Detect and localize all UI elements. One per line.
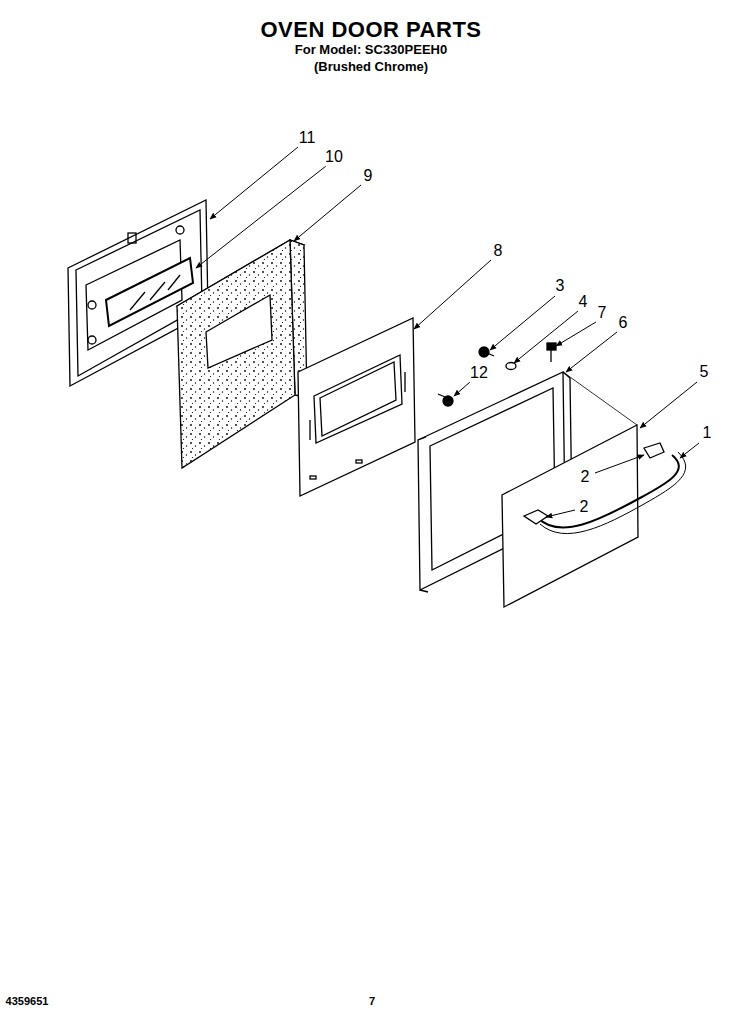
callout-number: 9: [363, 167, 374, 185]
callout-number: 1: [702, 424, 713, 442]
inner-panel: [298, 318, 415, 496]
callout-number: 6: [618, 314, 629, 332]
insulation: [177, 240, 307, 468]
page-footer: 4359651: [5, 995, 50, 1007]
callout-number: 5: [699, 363, 710, 381]
model-subtitle: (Brushed Chrome): [313, 60, 429, 74]
callout-number: 2: [579, 498, 590, 516]
callout-number: 4: [578, 293, 589, 311]
callout-number: 8: [493, 242, 504, 260]
leader-lines: [196, 147, 699, 517]
model-subtitle: For Model: SC330PEEH0: [294, 43, 448, 57]
callout-number: 10: [324, 148, 344, 166]
page-footer: 7: [368, 995, 376, 1007]
outer-panel: [502, 425, 638, 607]
callout-number: 2: [580, 468, 591, 486]
callout-number: 12: [469, 364, 489, 382]
callout-number: 3: [555, 277, 566, 295]
handle: [524, 443, 686, 534]
callout-number: 7: [597, 304, 608, 322]
callout-number: 11: [298, 129, 317, 147]
diagram-title: OVEN DOOR PARTS: [259, 18, 482, 42]
